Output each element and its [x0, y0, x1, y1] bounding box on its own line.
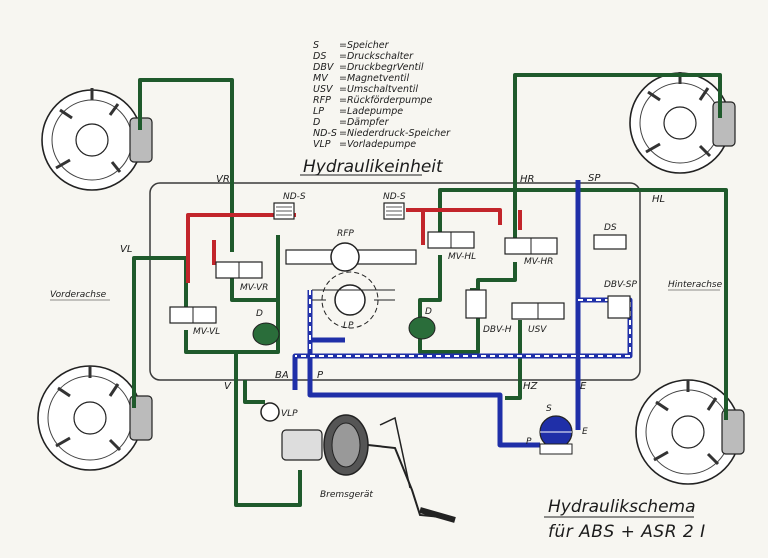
wheel-front-right: [629, 72, 736, 174]
pump-lp: [312, 271, 395, 329]
label-mv-hl: MV-HL: [448, 252, 476, 262]
legend-text: =Druckschalter: [339, 51, 414, 62]
label-rfp: RFP: [337, 229, 354, 239]
label-mv-hr: MV-HR: [524, 257, 553, 267]
legend-text: =Umschaltventil: [339, 84, 418, 95]
axle-front-label: Vorderachse: [50, 290, 107, 300]
legend-abbr: S: [313, 40, 319, 51]
damper-left: [252, 322, 280, 346]
diagram-title-line1: Hydraulikschema: [548, 497, 696, 517]
legend-text: =DruckbegrVentil: [339, 62, 424, 73]
legend-abbr: ND-S: [313, 128, 337, 139]
red-lines: [186, 208, 522, 283]
label-mv-vr: MV-VR: [240, 283, 268, 293]
pump-rfp: [285, 242, 417, 272]
wheel-rear-left: [37, 365, 153, 471]
legend-abbr: USV: [313, 84, 334, 95]
legend-abbr: MV: [313, 73, 329, 84]
line-label-hr: HR: [520, 174, 534, 185]
line-label-v: V: [224, 381, 232, 392]
legend-abbr: DS: [313, 51, 326, 62]
label-usv: USV: [528, 325, 547, 335]
legend-text: =Niederdruck-Speicher: [339, 128, 451, 139]
legend-text: =Speicher: [339, 40, 390, 51]
valve-usv: [511, 302, 565, 320]
green-lines: [132, 73, 728, 507]
legend-abbr: RFP: [313, 95, 331, 106]
legend-text: =Dämpfer: [339, 117, 390, 128]
accumulator-nds-right: [383, 202, 405, 220]
label-vlp: VLP: [281, 409, 298, 419]
valve-dbv-h: [465, 289, 487, 319]
label-s: S: [546, 404, 552, 414]
diagram-title-line2: für ABS + ASR 2 I: [548, 522, 706, 542]
damper-right: [408, 316, 436, 340]
valve-dbv-sp: [607, 295, 631, 319]
axle-rear-label: Hinterachse: [668, 280, 723, 290]
legend-text: =Rückförderpumpe: [339, 95, 432, 106]
line-label-hl: HL: [652, 194, 665, 205]
label-d-left: D: [256, 309, 263, 319]
valve-mv-vl: [169, 306, 217, 324]
label-nds-right: ND-S: [383, 192, 406, 202]
line-label-p: P: [317, 370, 324, 381]
wheel-rear-right: [635, 379, 745, 485]
accumulator-s: [539, 415, 573, 455]
label-mv-vl: MV-VL: [193, 327, 220, 337]
label-nds-left: ND-S: [283, 192, 306, 202]
label-p-acc: P: [526, 437, 532, 447]
unit-title: Hydraulikeinheit: [303, 157, 444, 177]
label-dbv-sp: DBV-SP: [604, 280, 637, 290]
line-label-ba: BA: [275, 370, 289, 381]
label-lp: LP: [343, 321, 354, 331]
line-label-sp: SP: [588, 173, 601, 184]
legend-abbr: LP: [313, 106, 324, 117]
legend-text: =Magnetventil: [339, 73, 409, 84]
valve-mv-hl: [427, 231, 475, 249]
label-bremsgeraet: Bremsgerät: [320, 490, 373, 500]
label-d-right: D: [425, 307, 432, 317]
hydraulic-unit-frame: [149, 182, 641, 381]
brake-unit: [281, 414, 369, 476]
pump-vlp: [260, 402, 280, 422]
label-e-acc: E: [582, 427, 588, 437]
line-label-vr: VR: [216, 174, 230, 185]
label-dbv-h: DBV-H: [483, 325, 512, 335]
legend-text: =Vorladepumpe: [339, 139, 416, 150]
legend-abbr: DBV: [313, 62, 335, 73]
line-label-vl: VL: [120, 244, 132, 255]
legend-abbr: D: [313, 117, 320, 128]
legend-abbr: VLP: [313, 139, 331, 150]
pressure-switch-ds: [593, 234, 627, 250]
label-ds: DS: [604, 223, 617, 233]
brake-pedal: [367, 416, 456, 523]
valve-mv-vr: [215, 261, 263, 279]
valve-mv-hr: [504, 237, 558, 255]
wheel-front-left: [41, 88, 153, 191]
legend-text: =Ladepumpe: [339, 106, 403, 117]
line-label-e: E: [580, 381, 587, 392]
line-label-hz: HZ: [523, 381, 539, 392]
accumulator-nds-left: [273, 202, 295, 220]
